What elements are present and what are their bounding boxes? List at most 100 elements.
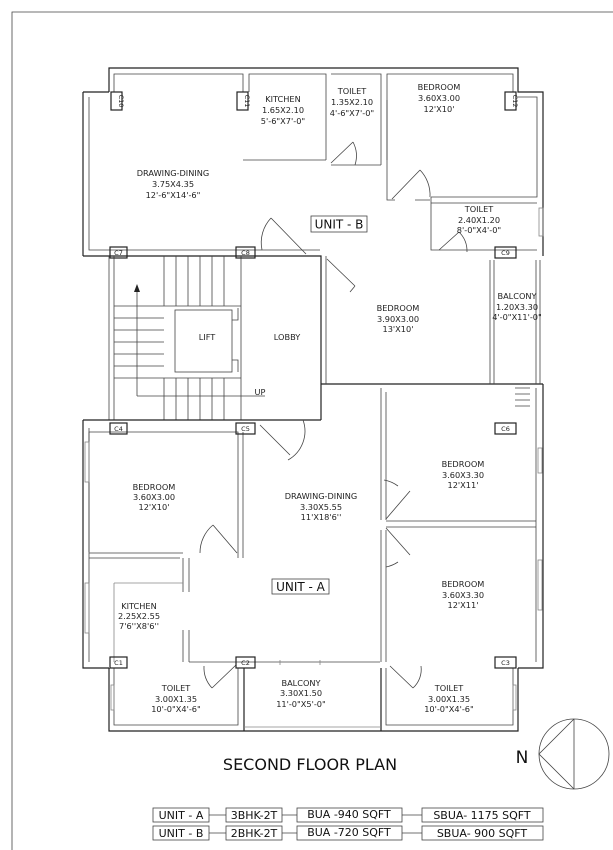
- svg-text:12'X11': 12'X11': [448, 600, 479, 610]
- svg-text:KITCHEN: KITCHEN: [121, 601, 156, 611]
- stair-up-label: UP: [255, 387, 266, 397]
- svg-text:C6: C6: [501, 425, 510, 433]
- svg-text:UNIT - A: UNIT - A: [159, 809, 204, 822]
- svg-text:BEDROOM: BEDROOM: [133, 482, 176, 492]
- svg-text:13'X10': 13'X10': [383, 324, 414, 334]
- column-c12: C12: [504, 91, 519, 111]
- room-unit-a-bedroom-2: BEDROOM 3.60X3.30 12'X11': [442, 459, 485, 490]
- svg-text:4'-0"X11'-0": 4'-0"X11'-0": [492, 312, 542, 322]
- svg-text:2.40X1.20: 2.40X1.20: [458, 215, 500, 225]
- unit-a-walls: [82, 384, 544, 732]
- svg-text:BUA -940 SQFT: BUA -940 SQFT: [307, 808, 391, 821]
- svg-text:BEDROOM: BEDROOM: [377, 303, 420, 313]
- svg-text:C12: C12: [511, 95, 519, 108]
- lobby-label: LOBBY: [274, 332, 301, 342]
- svg-text:BALCONY: BALCONY: [281, 678, 321, 688]
- svg-text:12'X11': 12'X11': [448, 480, 479, 490]
- svg-text:3.00X1.35: 3.00X1.35: [155, 694, 197, 704]
- column-c5: C5: [235, 422, 256, 435]
- svg-text:12'X10': 12'X10': [424, 104, 455, 114]
- svg-text:11'-0"X5'-0": 11'-0"X5'-0": [276, 699, 326, 709]
- svg-text:TOILET: TOILET: [464, 204, 495, 214]
- svg-text:1.20X3.30: 1.20X3.30: [496, 302, 538, 312]
- svg-text:12'-6"X14'-6": 12'-6"X14'-6": [146, 190, 201, 200]
- room-unit-a-kitchen: KITCHEN 2.25X2.55 7'6''X8'6'': [118, 601, 160, 631]
- room-unit-b-kitchen: KITCHEN 1.65X2.10 5'-6"X7'-0": [261, 94, 305, 126]
- svg-text:TOILET: TOILET: [337, 86, 368, 96]
- svg-text:1.35X2.10: 1.35X2.10: [331, 97, 373, 107]
- svg-text:BEDROOM: BEDROOM: [442, 579, 485, 589]
- room-unit-b-toilet-2: TOILET 2.40X1.20 8'-0"X4'-0": [457, 204, 501, 235]
- svg-text:C2: C2: [241, 659, 250, 667]
- north-arrow-icon: [538, 718, 610, 790]
- svg-text:C7: C7: [114, 249, 123, 257]
- svg-text:C3: C3: [501, 659, 510, 667]
- svg-text:3.60X3.00: 3.60X3.00: [133, 492, 175, 502]
- area-summary-row-unit-a: UNIT - A 3BHK-2T BUA -940 SQFT SBUA- 117…: [152, 807, 544, 823]
- room-unit-a-bedroom-3: BEDROOM 3.60X3.30 12'X11': [442, 579, 485, 610]
- column-c3: C3: [494, 656, 517, 669]
- svg-text:C11: C11: [243, 95, 251, 108]
- svg-text:BEDROOM: BEDROOM: [442, 459, 485, 469]
- room-unit-a-drawing-dining: DRAWING-DINING 3.30X5.55 11'X18'6'': [285, 491, 357, 522]
- lift-label: LIFT: [199, 332, 217, 342]
- room-unit-a-toilet-2: TOILET 3.00X1.35 10'-0"X4'-6": [424, 683, 474, 714]
- sheet-border: [11, 11, 613, 850]
- svg-text:2BHK-2T: 2BHK-2T: [231, 827, 278, 840]
- core-walls: [83, 255, 543, 420]
- svg-text:3.60X3.30: 3.60X3.30: [442, 470, 484, 480]
- svg-text:TOILET: TOILET: [161, 683, 192, 693]
- svg-text:3.30X1.50: 3.30X1.50: [280, 688, 322, 698]
- north-label: N: [516, 748, 529, 768]
- svg-text:C5: C5: [241, 425, 250, 433]
- svg-text:3.30X5.55: 3.30X5.55: [300, 502, 342, 512]
- column-c11: C11: [236, 91, 251, 111]
- column-c2: C2: [235, 656, 256, 669]
- room-unit-a-balcony: BALCONY 3.30X1.50 11'-0"X5'-0": [276, 678, 326, 709]
- svg-text:3.60X3.00: 3.60X3.00: [418, 93, 460, 103]
- room-unit-b-drawing-dining: DRAWING-DINING 3.75X4.35 12'-6"X14'-6": [137, 168, 209, 200]
- svg-text:C8: C8: [241, 249, 250, 257]
- column-c6: C6: [494, 422, 517, 435]
- svg-text:11'X18'6'': 11'X18'6'': [301, 512, 342, 522]
- room-unit-a-toilet-1: TOILET 3.00X1.35 10'-0"X4'-6": [151, 683, 201, 714]
- svg-text:7'6''X8'6'': 7'6''X8'6'': [119, 621, 159, 631]
- column-c7: C7: [109, 246, 128, 259]
- stair-arrow-icon: [134, 284, 140, 292]
- svg-text:3BHK-2T: 3BHK-2T: [231, 809, 278, 822]
- room-unit-b-balcony: BALCONY 1.20X3.30 4'-0"X11'-0": [492, 291, 542, 322]
- svg-text:5'-6"X7'-0": 5'-6"X7'-0": [261, 116, 305, 126]
- svg-text:C10: C10: [117, 95, 125, 108]
- column-c8: C8: [235, 246, 256, 259]
- area-summary-row-unit-b: UNIT - B 2BHK-2T BUA -720 SQFT SBUA- 900…: [152, 825, 544, 841]
- svg-text:UNIT - B: UNIT - B: [159, 827, 204, 840]
- svg-text:10'-0"X4'-6": 10'-0"X4'-6": [424, 704, 474, 714]
- svg-text:12'X10': 12'X10': [139, 502, 170, 512]
- svg-text:3.60X3.30: 3.60X3.30: [442, 590, 484, 600]
- svg-text:BEDROOM: BEDROOM: [418, 82, 461, 92]
- column-c4: C4: [109, 422, 128, 435]
- svg-text:3.00X1.35: 3.00X1.35: [428, 694, 470, 704]
- svg-text:C9: C9: [501, 249, 510, 257]
- svg-text:3.90X3.00: 3.90X3.00: [377, 314, 419, 324]
- svg-text:2.25X2.55: 2.25X2.55: [118, 611, 160, 621]
- column-c9: C9: [494, 246, 517, 259]
- svg-text:10'-0"X4'-6": 10'-0"X4'-6": [151, 704, 201, 714]
- room-unit-b-toilet-1: TOILET 1.35X2.10 4'-6"X7'-0": [330, 86, 374, 118]
- drawing-title: SECOND FLOOR PLAN: [223, 755, 397, 774]
- svg-text:1.65X2.10: 1.65X2.10: [262, 105, 304, 115]
- svg-text:SBUA- 1175 SQFT: SBUA- 1175 SQFT: [433, 809, 531, 822]
- column-c1: C1: [109, 656, 128, 669]
- duct-grille: [515, 387, 530, 407]
- columns: C1 C2 C3 C4 C5 C6 C7 C8 C9 C10 C11 C12: [109, 91, 519, 669]
- svg-text:DRAWING-DINING: DRAWING-DINING: [285, 491, 357, 501]
- svg-text:C1: C1: [114, 659, 123, 667]
- column-c10: C10: [110, 91, 125, 111]
- svg-text:DRAWING-DINING: DRAWING-DINING: [137, 168, 209, 178]
- unit-b-walls: [82, 67, 544, 256]
- svg-text:BUA -720 SQFT: BUA -720 SQFT: [307, 826, 391, 839]
- room-unit-b-bedroom-1: BEDROOM 3.60X3.00 12'X10': [418, 82, 461, 114]
- svg-text:TOILET: TOILET: [434, 683, 465, 693]
- svg-text:BALCONY: BALCONY: [497, 291, 537, 301]
